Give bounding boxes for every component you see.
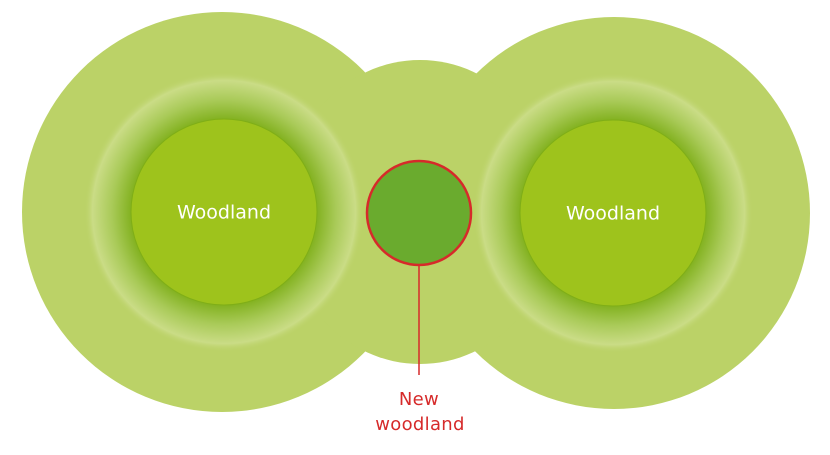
new-woodland: New woodland [365, 159, 473, 435]
woodland-right: Woodland [473, 73, 753, 353]
new-woodland-label-line2: woodland [375, 414, 464, 435]
woodland-left-core [130, 118, 318, 306]
new-woodland-circle [365, 159, 473, 267]
new-woodland-label-line1: New [399, 389, 439, 410]
woodland-left: Woodland [84, 72, 364, 352]
woodland-right-label: Woodland [566, 203, 660, 225]
woodland-right-core [519, 119, 707, 307]
woodland-left-label: Woodland [177, 202, 271, 224]
